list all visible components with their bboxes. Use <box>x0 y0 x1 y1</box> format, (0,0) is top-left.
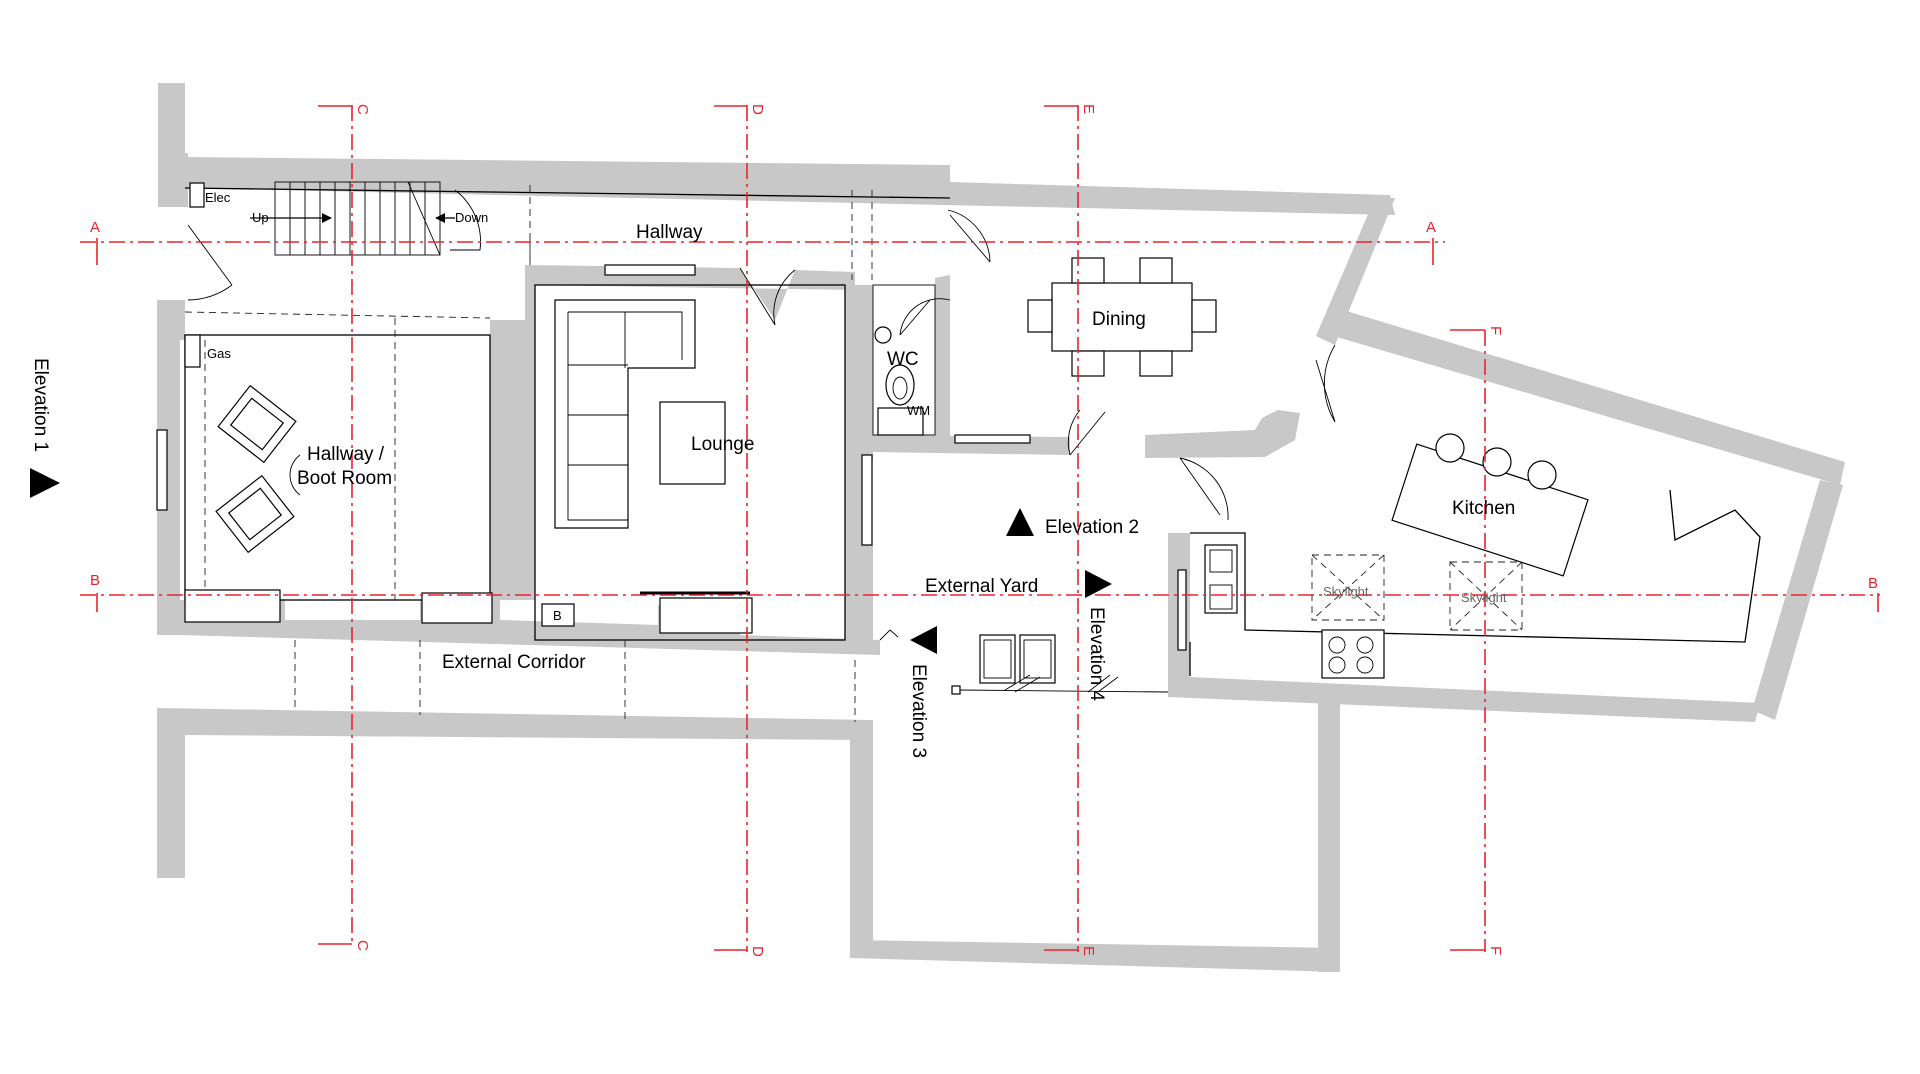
skylight <box>1311 554 1385 621</box>
elevation-1-label: Elevation 1 <box>30 358 51 452</box>
walls <box>157 83 1845 972</box>
label-hallway-boot-room-2: Boot Room <box>297 468 392 489</box>
grid-label-d-bottom: D <box>749 946 766 957</box>
elevation-4-arrow-icon <box>1085 570 1112 598</box>
bin <box>979 634 1016 684</box>
wall-left-top <box>158 83 188 207</box>
label-lounge: Lounge <box>691 434 754 455</box>
fixture-labels: Elec Gas Up Down WM B Skylight Skylight <box>205 190 1507 623</box>
wall-yard-bottom <box>850 940 1340 972</box>
wall-bootroom-right <box>490 320 525 600</box>
label-hallway-boot-room-1: Hallway / <box>307 444 385 465</box>
label-down: Down <box>455 210 488 225</box>
grid-label-b-left: B <box>90 572 100 589</box>
wall-lounge-right <box>845 285 873 650</box>
elevation-2-arrow-icon <box>1006 508 1034 536</box>
elevation-3-label: Elevation 3 <box>908 664 929 758</box>
label-up: Up <box>252 210 269 225</box>
wall-kitchen-right <box>1752 480 1843 720</box>
label-wc: WC <box>887 349 919 370</box>
label-wm: WM <box>907 403 930 418</box>
grid-label-c-bottom: C <box>354 940 371 951</box>
furniture <box>184 182 1589 695</box>
grid-label-f-bottom: F <box>1487 946 1504 955</box>
label-hallway: Hallway <box>636 222 703 243</box>
sofa <box>554 299 696 529</box>
label-dining: Dining <box>1092 309 1146 330</box>
bin <box>1019 634 1056 684</box>
staircase <box>250 181 455 256</box>
label-gas: Gas <box>207 346 231 361</box>
grid-label-e-bottom: E <box>1080 946 1097 956</box>
wall-top <box>185 157 1395 215</box>
tv-unit <box>659 597 753 634</box>
doors <box>187 189 1336 521</box>
wall-corridor-bottom <box>157 708 870 878</box>
grid-label-a-left: A <box>90 219 100 236</box>
armchair <box>215 474 295 554</box>
armchair <box>217 384 297 464</box>
wall-yard-right <box>1318 693 1340 972</box>
grid-label-f-top: F <box>1487 326 1504 335</box>
wall-yard-left <box>850 720 873 955</box>
label-boiler: B <box>553 608 562 623</box>
wall-wc <box>935 275 950 450</box>
elevation-4-label: Elevation 4 <box>1086 607 1107 701</box>
label-external-yard: External Yard <box>925 576 1038 597</box>
elevation-1-arrow-icon <box>30 468 60 498</box>
grid-label-b-right: B <box>1868 575 1878 592</box>
grid-label-e-top: E <box>1080 104 1097 114</box>
grid-label-d-top: D <box>749 104 766 115</box>
wall-left-main <box>157 300 185 630</box>
wall-kitchen-top <box>1330 307 1845 485</box>
wall-dining-kitchen <box>1145 410 1300 458</box>
grid-label-a-right: A <box>1426 219 1436 236</box>
label-skylight-1: Skylight <box>1323 584 1369 599</box>
grid-label-c-top: C <box>354 104 371 115</box>
boiler <box>541 603 575 627</box>
elevation-3-arrow-icon <box>910 626 937 654</box>
section-lines: A A B B C C D D E E F F <box>80 104 1880 957</box>
room-labels: Hallway Hallway / Boot Room Lounge WC Di… <box>297 222 1515 673</box>
elevation-2-label: Elevation 2 <box>1045 517 1139 538</box>
label-kitchen: Kitchen <box>1452 498 1515 519</box>
label-elec: Elec <box>205 190 231 205</box>
elevation-markers: Elevation 1 Elevation 2 Elevation 3 Elev… <box>30 358 1139 758</box>
wall-kitchen-bottom <box>1168 676 1760 722</box>
coffee-table <box>659 401 726 485</box>
label-skylight-2: Skylight <box>1461 590 1507 605</box>
label-external-corridor: External Corridor <box>442 652 586 673</box>
skylight <box>1449 561 1523 631</box>
toilet <box>885 364 915 406</box>
interior-lines <box>156 185 1761 722</box>
